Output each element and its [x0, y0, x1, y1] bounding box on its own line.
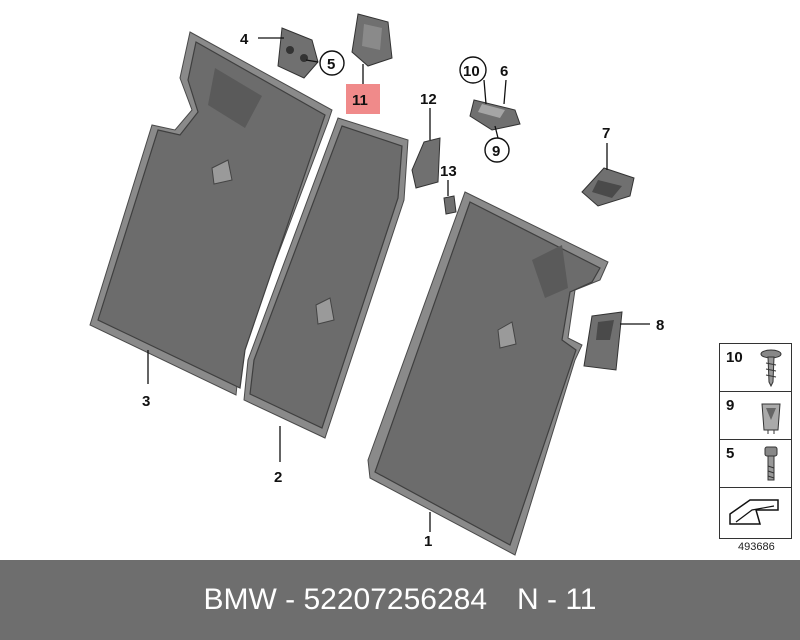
- callout-11: 11: [352, 92, 368, 109]
- backrest-panel-middle: [243, 117, 409, 439]
- legend-item-direction: [720, 488, 791, 536]
- fastener-legend: 10 9 5: [719, 343, 792, 539]
- callout-2: 2: [274, 469, 282, 486]
- bracket-part-11: [351, 13, 393, 67]
- parts-diagram: 4 5 11 12 13 10 6 9 7 8 3 2 1: [89, 13, 664, 556]
- callout-5-circle: [319, 50, 345, 76]
- callout-5: 5: [327, 56, 335, 73]
- legend-number: 5: [726, 445, 735, 462]
- hinge-bracket-part-4: [277, 27, 319, 79]
- backrest-panel-left: [89, 31, 333, 396]
- screw-icon: [754, 348, 788, 393]
- legend-item-bolt: 5: [720, 440, 791, 488]
- callout-10: 10: [463, 63, 480, 80]
- callout-10-circle: [459, 56, 487, 84]
- reference-label: N - 11: [517, 583, 597, 616]
- part-number-label: BMW - 52207256284: [203, 583, 488, 616]
- callout-4: 4: [240, 31, 249, 48]
- callout-13: 13: [440, 163, 457, 180]
- callout-1: 1: [424, 533, 432, 550]
- footer-bar: BMW - 52207256284 N - 11: [0, 560, 800, 640]
- cover-part-8: [583, 311, 623, 371]
- leader-lines: [147, 37, 650, 532]
- callout-7: 7: [602, 125, 610, 142]
- legend-item-screw: 10: [720, 344, 791, 392]
- latch-cover-part-6: [469, 99, 521, 131]
- diagram-id: 493686: [738, 541, 775, 553]
- direction-arrow-icon: [726, 494, 786, 535]
- bracket-part-12: [411, 137, 441, 189]
- legend-item-clip-nut: 9: [720, 392, 791, 440]
- clip-part-13: [443, 195, 457, 215]
- callout-6: 6: [500, 63, 508, 80]
- callout-11-highlight: [346, 84, 380, 114]
- clip-nut-icon: [754, 396, 788, 441]
- bolt-icon: [754, 444, 788, 489]
- callout-12: 12: [420, 91, 437, 108]
- legend-number: 10: [726, 349, 743, 366]
- callout-3: 3: [142, 393, 150, 410]
- legend-number: 9: [726, 397, 735, 414]
- guide-part-7: [581, 167, 635, 207]
- callout-8: 8: [656, 317, 664, 334]
- callout-9: 9: [492, 143, 500, 160]
- backrest-panel-right: [367, 191, 609, 556]
- callout-9-circle: [484, 137, 510, 163]
